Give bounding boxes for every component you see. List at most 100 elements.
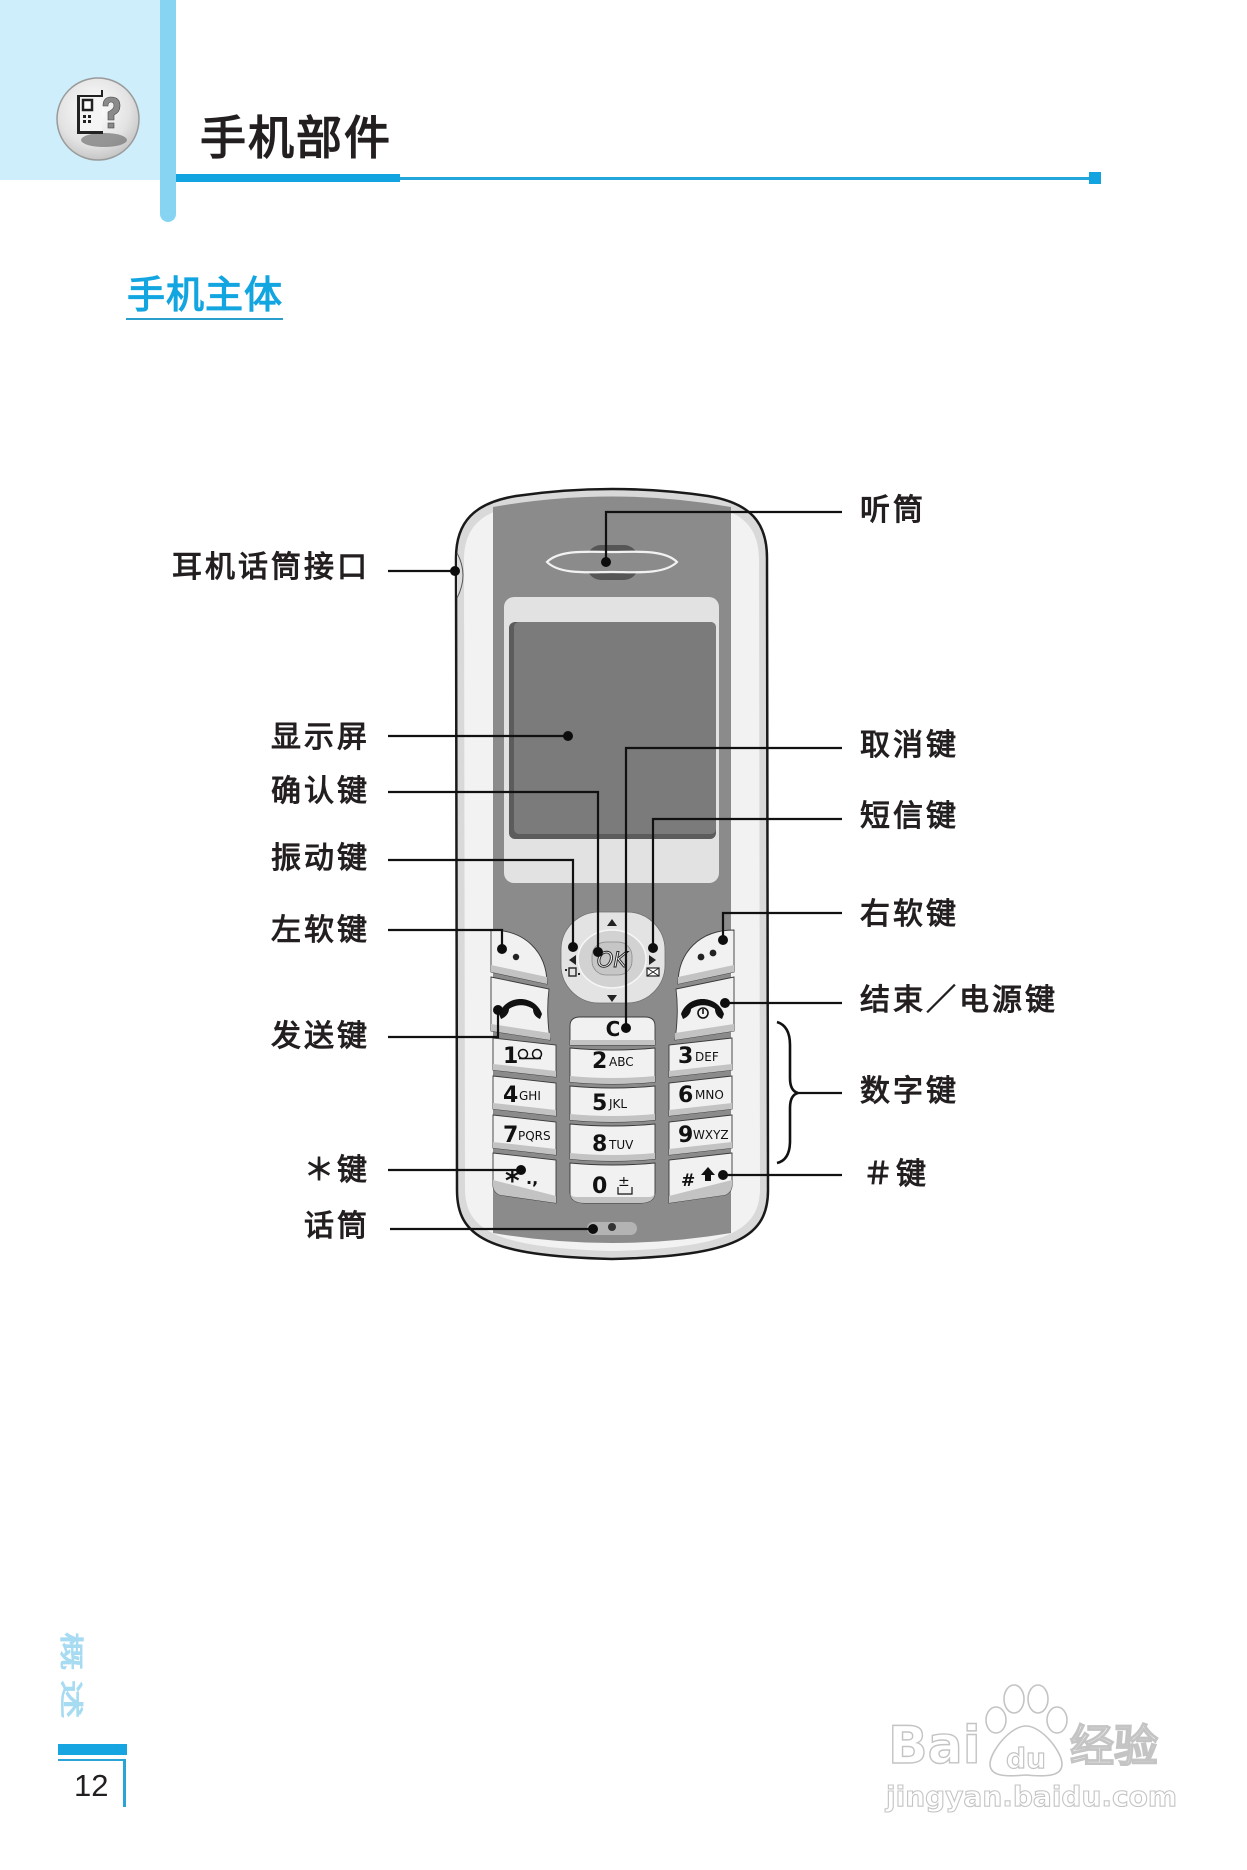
microphone — [587, 1222, 637, 1235]
page-title: 手机部件 — [200, 111, 392, 165]
svg-text:.,: ., — [526, 1169, 538, 1188]
svg-text:3: 3 — [678, 1044, 693, 1069]
leader-message-key — [651, 817, 842, 948]
earpiece — [545, 545, 679, 580]
leader-send-key — [388, 1010, 500, 1039]
header-vertical-bar — [160, 0, 176, 222]
key-0: 0 ± — [569, 1162, 656, 1204]
label-end-power-key: 结束／电源键 — [860, 983, 1058, 1018]
watermark-brand-paw: du — [1006, 1742, 1046, 1775]
display-screen — [504, 597, 719, 883]
label-display: 显示屏 — [271, 720, 370, 755]
svg-text:PQRS: PQRS — [518, 1129, 551, 1143]
vibrate-icon — [565, 967, 580, 977]
leader-earpiece — [604, 510, 842, 562]
bracket-icon — [617, 1187, 633, 1195]
key-4: 4 GHI — [492, 1075, 557, 1117]
key-star: * ., — [492, 1152, 557, 1204]
footer-section-label: 概述 — [57, 1632, 85, 1728]
svg-text:GHI: GHI — [519, 1089, 541, 1103]
question-mark-icon — [102, 96, 121, 121]
svg-text:1: 1 — [503, 1044, 518, 1069]
leader-right-soft-key — [721, 911, 842, 940]
svg-text:JKL: JKL — [608, 1097, 627, 1111]
label-cancel-key: 取消键 — [860, 728, 959, 763]
footer-rule-horizontal — [58, 1759, 126, 1761]
label-earpiece: 听筒 — [860, 493, 926, 528]
label-star-key: ＊键 — [304, 1153, 370, 1188]
watermark-url: jingyan.baidu.com — [885, 1779, 1178, 1813]
svg-text:9: 9 — [678, 1123, 693, 1148]
headset-jack — [456, 552, 464, 599]
clear-key: C — [569, 1016, 656, 1046]
key-8: 8 TUV — [569, 1123, 656, 1162]
key-hash: # — [668, 1152, 733, 1204]
key-6: 6 MNO — [668, 1075, 733, 1117]
label-number-keys: 数字键 — [860, 1074, 959, 1109]
label-microphone: 话筒 — [304, 1209, 370, 1244]
paw-logo-icon: du — [985, 1684, 1068, 1777]
key-5: 5 JKL — [569, 1085, 656, 1123]
label-headset-jack: 耳机话筒接口 — [172, 550, 370, 585]
svg-text:4: 4 — [503, 1083, 518, 1108]
svg-text:±: ± — [618, 1174, 630, 1190]
svg-text:2: 2 — [592, 1049, 607, 1074]
svg-text:TUV: TUV — [608, 1138, 634, 1152]
up-arrow-icon — [607, 919, 617, 926]
clear-key-label: C — [606, 1017, 621, 1041]
svg-text:8: 8 — [592, 1132, 607, 1157]
left-arrow-icon — [569, 955, 576, 965]
svg-text:MNO: MNO — [695, 1088, 724, 1102]
section-underline — [126, 318, 283, 320]
key-3: 3 DEF — [668, 1037, 733, 1078]
phone-help-icon — [56, 77, 140, 161]
leader-cancel-key — [624, 746, 842, 1028]
key-9: 9 WXYZ — [668, 1114, 733, 1156]
label-send-key: 发送键 — [271, 1019, 370, 1054]
svg-text:WXYZ: WXYZ — [693, 1128, 729, 1142]
envelope-icon — [646, 967, 660, 977]
title-rule-end-marker — [1089, 172, 1101, 184]
shift-arrow-icon — [701, 1167, 715, 1181]
left-soft-key — [490, 929, 548, 985]
svg-text:0: 0 — [592, 1174, 607, 1199]
number-keys-brace — [776, 1020, 799, 1165]
leader-left-soft-key — [388, 928, 504, 949]
down-arrow-icon — [607, 995, 617, 1002]
send-key — [490, 976, 551, 1041]
label-message-key: 短信键 — [860, 799, 959, 834]
number-keypad: 1 4 GHI 7 PQRS * ., — [492, 1037, 733, 1204]
svg-text:6: 6 — [678, 1083, 693, 1108]
soft-and-call-keys: C — [490, 929, 735, 1046]
section-title: 手机主体 — [127, 273, 284, 317]
label-right-soft-key: 右软键 — [860, 897, 959, 932]
baidu-watermark: Bai du 经验 jingyan.baidu.com — [880, 1680, 1190, 1830]
label-hash-key: ＃键 — [863, 1157, 929, 1192]
svg-text:ABC: ABC — [609, 1055, 634, 1069]
key-2: 2 ABC — [569, 1047, 656, 1085]
voicemail-icon — [517, 1048, 543, 1060]
svg-text:#: # — [681, 1171, 695, 1191]
watermark-brand-left: Bai — [887, 1716, 981, 1776]
end-power-key — [674, 976, 735, 1041]
handset-icon — [499, 999, 542, 1019]
key-1: 1 — [492, 1037, 557, 1078]
watermark-brand-cn: 经验 — [1069, 1721, 1158, 1772]
handset-power-icon — [681, 999, 724, 1019]
label-ok-key: 确认键 — [271, 774, 370, 809]
leader-ok-key — [388, 790, 600, 952]
nav-pad: OK — [560, 911, 666, 1004]
svg-text:DEF: DEF — [695, 1050, 719, 1064]
svg-text:7: 7 — [503, 1123, 518, 1148]
leader-vibrate-key — [388, 858, 575, 947]
title-rule-thin — [400, 177, 1092, 180]
footer-rule-vertical — [123, 1759, 126, 1807]
title-rule-thick — [176, 174, 400, 182]
right-arrow-icon — [649, 955, 656, 965]
label-left-soft-key: 左软键 — [271, 913, 370, 948]
svg-text:5: 5 — [592, 1091, 607, 1116]
key-7: 7 PQRS — [492, 1114, 557, 1156]
page-number: 12 — [74, 1768, 109, 1803]
label-vibrate-key: 振动键 — [271, 841, 370, 876]
